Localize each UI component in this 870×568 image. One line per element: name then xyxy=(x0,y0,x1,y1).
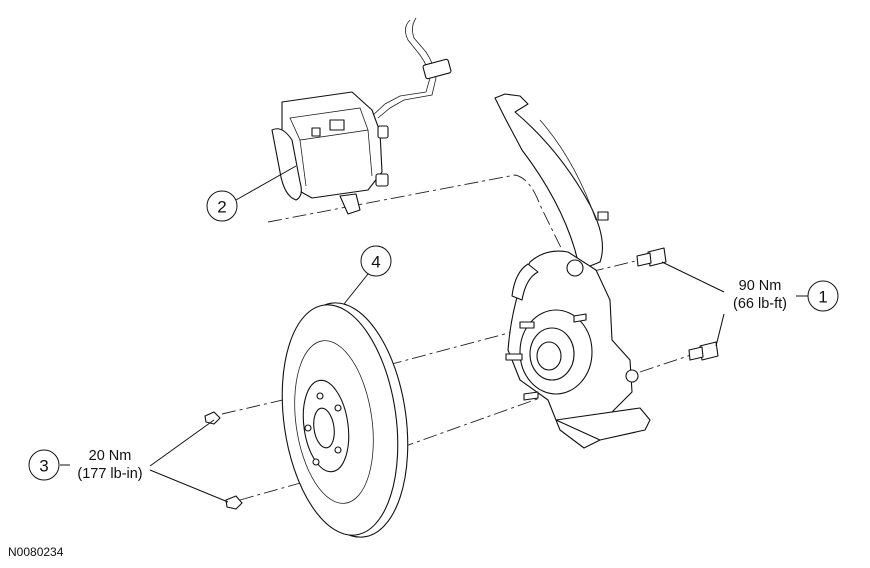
knuckle-upper-arm xyxy=(494,93,603,271)
callout-circle xyxy=(360,245,392,277)
rotor-retaining-screws xyxy=(204,411,243,510)
rotor-inner-ring xyxy=(294,340,374,504)
steering-knuckle xyxy=(494,93,651,449)
lug-hole xyxy=(304,424,312,432)
lower-anchor-bolt xyxy=(688,341,719,361)
callout-circle xyxy=(807,280,839,312)
callout-3: 3 20 Nm (177 lb-in) xyxy=(28,448,143,482)
lug-hole xyxy=(312,458,320,466)
caliper-guide-pin xyxy=(377,125,389,139)
wheel-stud xyxy=(573,313,587,323)
callout-1-torque-nm: 90 Nm xyxy=(739,278,782,294)
callout-2-leader xyxy=(235,165,297,201)
callout-number: 2 xyxy=(217,198,226,217)
upper-anchor-bolt xyxy=(636,247,667,267)
wheel-stud xyxy=(519,321,535,329)
rotor-upper-alignment-line xyxy=(387,329,521,366)
rotor-lower-alignment-line xyxy=(399,397,541,449)
knuckle-arm-contour xyxy=(539,119,597,221)
callout-1-leader-upper xyxy=(661,261,725,293)
knuckle-sensor-tab xyxy=(597,211,609,221)
figure-id: N0080234 xyxy=(8,545,64,559)
callout-3-torque-nm: 20 Nm xyxy=(89,448,132,464)
caliper-edge-1 xyxy=(299,139,307,187)
rotor-center-bore xyxy=(313,407,335,449)
leader-lines xyxy=(60,165,808,503)
wheel-stud xyxy=(523,391,539,401)
knuckle-lower-bore xyxy=(625,369,639,383)
caliper-edge-2 xyxy=(367,129,373,177)
callout-circle xyxy=(28,449,60,481)
callout-2: 2 xyxy=(206,190,238,222)
callout-1-torque-imperial: (66 lb-ft) xyxy=(733,296,787,312)
upper-retaining-screw xyxy=(204,411,221,425)
caliper-alignment-line xyxy=(267,174,569,263)
wheel-studs xyxy=(505,313,587,401)
callout-3-leader-lower xyxy=(149,469,229,503)
callout-1-leader-lower xyxy=(715,313,725,347)
caliper-window xyxy=(329,119,345,131)
brake-hose-outline xyxy=(377,17,437,119)
callout-number: 1 xyxy=(818,288,827,307)
caliper-anchor-bolts xyxy=(636,247,719,361)
hose-bracket xyxy=(422,58,452,80)
caliper-window-small xyxy=(311,127,321,137)
lug-hole xyxy=(334,404,342,412)
caliper-bleeder xyxy=(375,173,389,187)
lug-hole xyxy=(316,392,324,400)
brake-caliper xyxy=(271,17,452,215)
screw-lower-alignment-line xyxy=(239,477,319,501)
bolt-shank xyxy=(636,252,652,267)
caliper-brake-pad xyxy=(271,128,302,201)
lug-hole xyxy=(334,446,342,454)
knuckle-upper-bore xyxy=(566,259,584,277)
hub-center xyxy=(536,341,562,371)
callout-number: 4 xyxy=(371,253,380,272)
knuckle-lower-arm xyxy=(555,407,651,441)
callout-circle xyxy=(206,190,238,222)
brake-rotor xyxy=(281,302,409,538)
wheel-stud xyxy=(505,353,523,361)
rotor-lug-holes xyxy=(304,392,342,466)
screw-upper-alignment-line xyxy=(221,395,301,415)
upper-bolt-alignment-line xyxy=(589,257,649,273)
abs-sensor-wire xyxy=(511,263,539,301)
caliper-bracket-tab xyxy=(339,193,361,215)
bolt-shank xyxy=(688,346,704,361)
lower-retaining-screw xyxy=(225,495,243,510)
callout-4-leader xyxy=(343,273,369,305)
callout-3-torque-imperial: (177 lb-in) xyxy=(77,466,142,482)
callout-number: 3 xyxy=(39,457,48,476)
callout-3-leader-upper xyxy=(149,419,215,467)
callout-1: 1 90 Nm (66 lb-ft) xyxy=(733,278,839,312)
callout-4: 4 xyxy=(360,245,392,277)
